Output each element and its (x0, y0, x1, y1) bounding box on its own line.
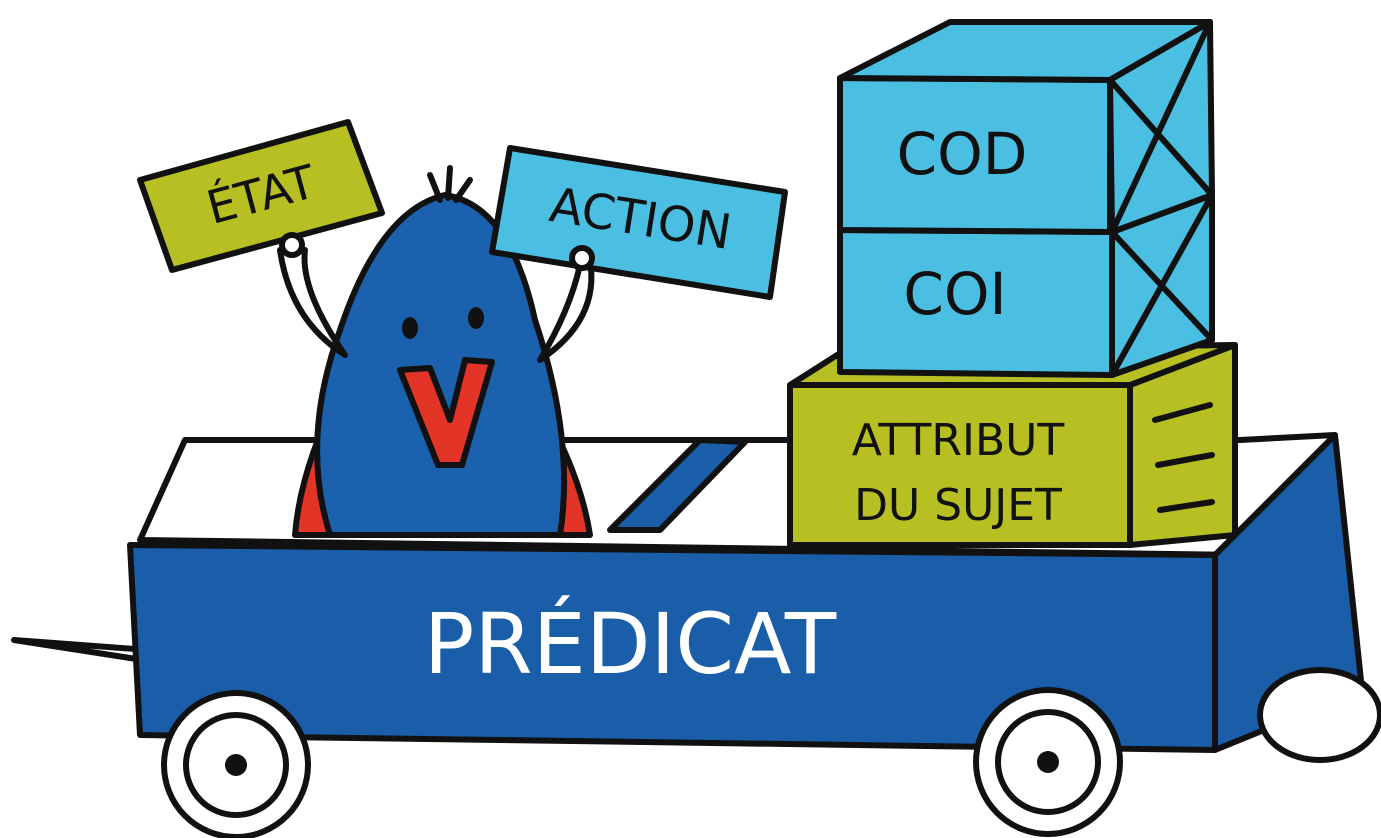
cod-box: COD (837, 19, 1215, 235)
wagon-wheel-right (973, 687, 1123, 837)
cod-box-side-cross (1107, 19, 1215, 235)
wagon-wheel-back (1257, 667, 1381, 763)
attribut-label-line2: DU SUJET (854, 480, 1062, 531)
attribut-label-line1: ATTRIBUT (852, 415, 1065, 466)
wagon-wheel-left (161, 690, 311, 838)
cod-label: COD (897, 120, 1028, 188)
character-eye-left (402, 317, 418, 339)
wagon-seat-stripe (607, 437, 748, 533)
character-eye-right (468, 307, 484, 329)
predicat-label: PRÉDICAT (424, 595, 837, 693)
character-body (314, 192, 568, 538)
action-sign-hand (569, 245, 595, 271)
coi-box-side-cross (1109, 192, 1215, 378)
character-hair (427, 165, 473, 203)
wheel-hub-left (225, 754, 247, 776)
character-v-mouth (397, 357, 495, 468)
etat-sign: ÉTAT (137, 119, 385, 273)
attribut-box-side-lines (1152, 402, 1215, 513)
action-sign: ACTION (489, 145, 788, 300)
etat-sign-hand (279, 232, 305, 258)
character-arm-left (277, 247, 348, 358)
coi-label: COI (903, 260, 1006, 328)
character-arm-right (537, 257, 595, 363)
wheel-hub-right (1037, 751, 1059, 773)
